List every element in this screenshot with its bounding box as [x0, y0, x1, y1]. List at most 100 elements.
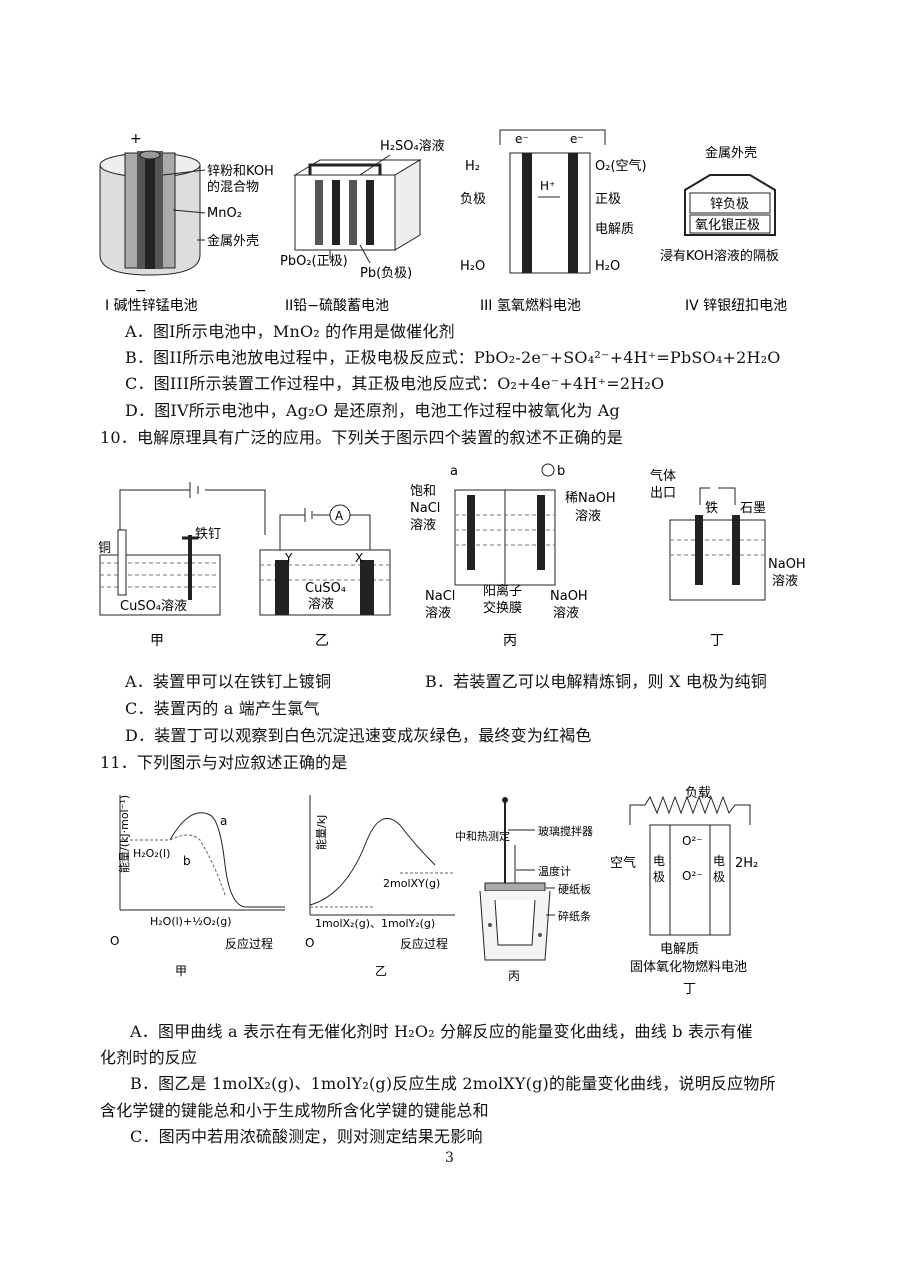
svg-text:反应过程: 反应过程 — [225, 936, 273, 951]
caption-jia: 甲 — [150, 633, 164, 649]
svg-text:NaCl: NaCl — [425, 589, 455, 604]
svg-text:Y: Y — [284, 551, 293, 565]
svg-text:碎纸条: 碎纸条 — [558, 909, 591, 923]
svg-text:溶液: 溶液 — [553, 606, 579, 621]
fuel-cell-diagram: e⁻ e⁻ H₂ O₂(空气) H⁺ 负极 正极 电解质 H₂O H₂O III… — [460, 129, 647, 314]
svg-text:负极: 负极 — [460, 192, 486, 207]
ferrous-hydroxide-ding: 气体 出口 铁 石墨 NaOH 溶液 丁 — [650, 468, 806, 649]
caption-q11-jia: 甲 — [175, 964, 187, 978]
electroplating-jia: 铜 铁钉 CuSO₄溶液 甲 — [98, 482, 266, 649]
q11-option-a-1: A．图甲曲线 a 表示在有无催化剂时 H₂O₂ 分解反应的能量变化曲线，曲线 b… — [130, 1022, 753, 1041]
caption-q11-ding: 丁 — [683, 982, 696, 997]
caption-bing: 丙 — [503, 633, 517, 649]
caption-cell2: II铅−硫酸蓄电池 — [285, 298, 389, 314]
q9-option-b: B．图II所示电池放电过程中，正极电极反应式：PbO₂-2e⁻+SO₄²⁻+4H… — [125, 348, 781, 367]
q10-option-c: C．装置丙的 a 端产生氯气 — [125, 699, 320, 718]
svg-text:a: a — [450, 464, 458, 479]
q9-option-a: A．图I所示电池中，MnO₂ 的作用是做催化剂 — [125, 322, 455, 341]
svg-text:NaOH: NaOH — [550, 589, 588, 604]
svg-text:电: 电 — [713, 854, 725, 868]
svg-text:电解质: 电解质 — [595, 222, 634, 237]
svg-text:Pb(负极): Pb(负极) — [360, 266, 412, 281]
caption-cell4: IV 锌银纽扣电池 — [685, 298, 787, 314]
mno2-label: MnO₂ — [207, 206, 242, 221]
svg-text:O: O — [110, 934, 119, 948]
svg-text:X: X — [355, 551, 363, 565]
svg-text:中和热测定: 中和热测定 — [455, 829, 510, 843]
svg-text:H₂O(l)+½O₂(g): H₂O(l)+½O₂(g) — [150, 915, 232, 928]
svg-text:e⁻: e⁻ — [570, 132, 584, 146]
svg-text:CuSO₄溶液: CuSO₄溶液 — [120, 599, 187, 614]
q11-option-c: C．图丙中若用浓硫酸测定，则对测定结果无影响 — [130, 1127, 483, 1146]
svg-text:能量/kJ: 能量/kJ — [314, 815, 328, 850]
svg-text:极: 极 — [713, 870, 725, 884]
alkaline-battery-diagram: + − 锌粉和KOH 的混合物 MnO₂ 金属外壳 I 碱性锌锰电池 — [99, 131, 274, 314]
caption-q11-yi: 乙 — [375, 964, 387, 978]
svg-text:a: a — [220, 814, 227, 828]
button-cell-diagram: 金属外壳 锌负极 氧化银正极 浸有KOH溶液的隔板 IV 锌银纽扣电池 — [660, 145, 787, 314]
svg-text:金属外壳: 金属外壳 — [705, 145, 757, 161]
svg-text:能量/(kJ·mol⁻¹): 能量/(kJ·mol⁻¹) — [117, 795, 131, 873]
svg-text:1molX₂(g)、1molY₂(g): 1molX₂(g)、1molY₂(g) — [315, 917, 435, 930]
svg-text:溶液: 溶液 — [425, 606, 451, 621]
sofc-ding: 负载 O²⁻ O²⁻ 电 极 电 极 空气 2H₂ 电解质 固体氧化物燃料电池 … — [610, 786, 758, 997]
fig9-diagrams: + − 锌粉和KOH 的混合物 MnO₂ 金属外壳 I 碱性锌锰电池 H₂SO₄… — [99, 129, 787, 314]
svg-text:PbO₂(正极): PbO₂(正极) — [280, 254, 348, 269]
svg-text:交换膜: 交换膜 — [483, 600, 522, 616]
svg-text:铜: 铜 — [98, 541, 111, 556]
plus-sign: + — [130, 131, 142, 147]
svg-text:2H₂: 2H₂ — [735, 856, 758, 871]
svg-text:硬纸板: 硬纸板 — [558, 882, 591, 896]
svg-text:2molXY(g): 2molXY(g) — [383, 877, 440, 890]
minus-sign: − — [135, 283, 147, 299]
chlor-alkali-bing: a b 饱和 NaCl 溶液 稀NaOH 溶液 NaCl 溶液 阳离子 交换膜 … — [410, 463, 616, 649]
fig10-diagrams: 铜 铁钉 CuSO₄溶液 甲 A Y X CuSO₄ 溶液 乙 a b 饱和 N… — [98, 463, 806, 649]
svg-text:溶液: 溶液 — [410, 518, 436, 533]
lead-acid-diagram: H₂SO₄溶液 PbO₂(正极) Pb(负极) II铅−硫酸蓄电池 — [280, 139, 445, 314]
svg-text:稀NaOH: 稀NaOH — [565, 491, 616, 506]
svg-text:H₂O₂(l): H₂O₂(l) — [133, 847, 170, 860]
q9-option-d: D．图IV所示电池中，Ag₂O 是还原剂，电池工作过程中被氧化为 Ag — [125, 401, 621, 420]
caption-q11-bing: 丙 — [508, 969, 520, 983]
svg-text:电解质: 电解质 — [660, 942, 699, 957]
svg-text:b: b — [183, 854, 191, 868]
q10-stem: 10．电解原理具有广泛的应用。下列关于图示四个装置的叙述不正确的是 — [100, 428, 623, 447]
svg-text:CuSO₄: CuSO₄ — [305, 581, 346, 596]
svg-text:空气: 空气 — [610, 855, 636, 871]
svg-text:e⁻: e⁻ — [515, 132, 529, 146]
q10-option-d: D．装置丁可以观察到白色沉淀迅速变成灰绿色，最终变为红褐色 — [125, 726, 592, 745]
svg-text:O: O — [305, 936, 314, 950]
svg-text:b: b — [557, 464, 565, 479]
q11-stem: 11．下列图示与对应叙述正确的是 — [100, 753, 348, 772]
caption-yi: 乙 — [315, 633, 329, 649]
svg-text:H₂O: H₂O — [595, 259, 620, 274]
q10-option-a: A．装置甲可以在铁钉上镀铜 — [125, 672, 332, 691]
svg-text:饱和: 饱和 — [410, 484, 436, 499]
svg-text:石墨: 石墨 — [740, 501, 766, 516]
svg-text:O₂(空气): O₂(空气) — [595, 158, 647, 174]
q9-option-c: C．图III所示装置工作过程中，其正极电池反应式：O₂+4e⁻+4H⁺=2H₂O — [125, 374, 665, 393]
svg-text:的混合物: 的混合物 — [207, 179, 259, 195]
svg-text:出口: 出口 — [650, 486, 676, 501]
refining-yi: A Y X CuSO₄ 溶液 乙 — [259, 504, 391, 649]
svg-text:NaCl: NaCl — [410, 501, 440, 516]
svg-text:铁: 铁 — [705, 501, 718, 516]
svg-text:A: A — [335, 509, 344, 523]
svg-text:H₂: H₂ — [465, 159, 480, 174]
svg-text:负载: 负载 — [685, 786, 711, 801]
energy-chart-jia: 能量/(kJ·mol⁻¹) a b H₂O₂(l) H₂O(l)+½O₂(g) … — [110, 795, 285, 978]
svg-text:电: 电 — [653, 854, 665, 868]
calorimeter-bing: 中和热测定 玻璃搅拌器 温度计 硬纸板 碎纸条 丙 — [455, 797, 593, 983]
svg-text:H₂SO₄溶液: H₂SO₄溶液 — [380, 139, 445, 154]
svg-text:NaOH: NaOH — [768, 557, 806, 572]
svg-text:O²⁻: O²⁻ — [682, 869, 703, 883]
svg-text:气体: 气体 — [650, 468, 676, 484]
svg-text:溶液: 溶液 — [772, 574, 798, 589]
svg-text:阳离子: 阳离子 — [483, 583, 522, 599]
metal-shell-label: 金属外壳 — [207, 233, 259, 249]
svg-text:浸有KOH溶液的隔板: 浸有KOH溶液的隔板 — [660, 248, 779, 264]
svg-text:O²⁻: O²⁻ — [682, 834, 703, 848]
q11-option-b-1: B．图乙是 1molX₂(g)、1molY₂(g)反应生成 2molXY(g)的… — [130, 1074, 776, 1093]
svg-text:固体氧化物燃料电池: 固体氧化物燃料电池 — [630, 959, 747, 975]
svg-text:溶液: 溶液 — [308, 597, 334, 612]
